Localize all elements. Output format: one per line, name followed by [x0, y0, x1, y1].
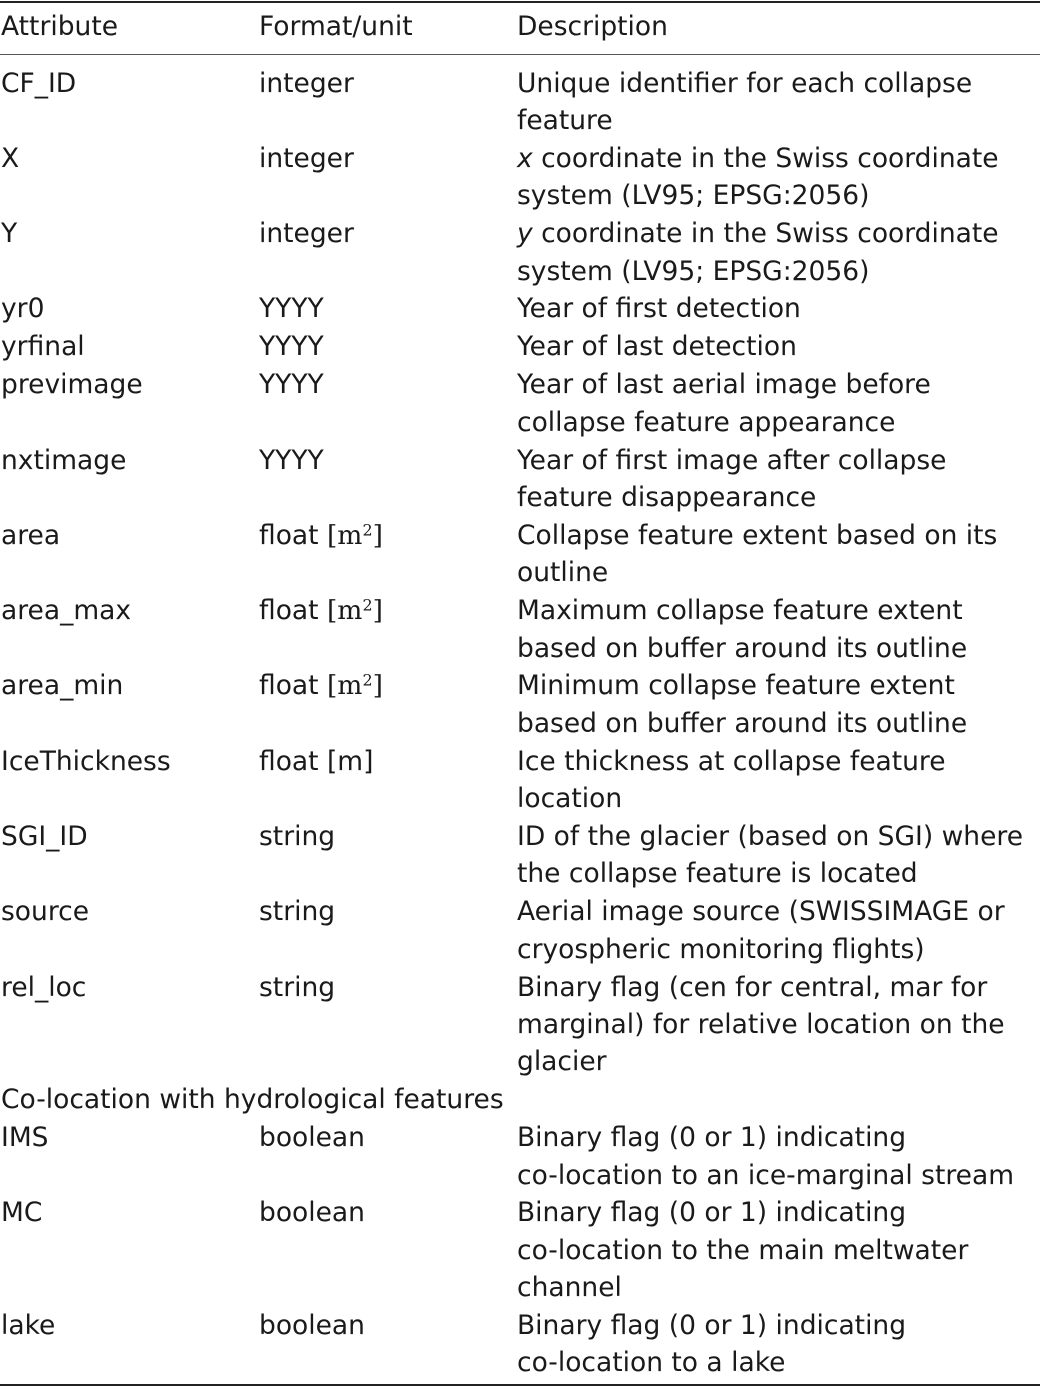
cell-description: Collapse feature extent based on its — [517, 520, 998, 551]
cell-description: Year of last aerial image before — [517, 369, 931, 400]
cell-description: Binary flag (0 or 1) indicating — [517, 1310, 907, 1341]
cell-format: float [m2] — [259, 670, 383, 701]
cell-description: Unique identifier for each collapse — [517, 68, 973, 99]
header-format: Format/unit — [259, 11, 413, 42]
cell-format: integer — [259, 218, 354, 249]
cell-attribute: CF_ID — [1, 68, 77, 99]
cell-format: string — [259, 821, 336, 852]
cell-description: channel — [517, 1272, 622, 1303]
cell-attribute: Y — [1, 218, 18, 249]
cell-description: Year of last detection — [517, 331, 797, 362]
section-label: Co-location with hydrological features — [1, 1084, 504, 1115]
cell-description: Binary flag (0 or 1) indicating — [517, 1122, 907, 1153]
cell-description: feature disappearance — [517, 482, 817, 513]
cell-description: system (LV95; EPSG:2056) — [517, 256, 870, 287]
cell-format: float [m2] — [259, 595, 383, 626]
cell-description: Binary flag (cen for central, mar for — [517, 972, 988, 1003]
cell-description: cryospheric monitoring flights) — [517, 934, 925, 965]
cell-format: float [m] — [259, 746, 374, 777]
cell-description: location — [517, 783, 623, 814]
cell-format: integer — [259, 68, 354, 99]
cell-attribute: SGI_ID — [1, 821, 88, 852]
cell-description: outline — [517, 557, 609, 588]
cell-description: marginal) for relative location on the — [517, 1009, 1005, 1040]
cell-description: co-location to a lake — [517, 1347, 786, 1378]
header-attribute: Attribute — [1, 11, 119, 42]
cell-format: YYYY — [259, 445, 324, 476]
cell-attribute: IMS — [1, 1122, 49, 1153]
cell-format: boolean — [259, 1310, 365, 1341]
cell-attribute: source — [1, 896, 90, 927]
cell-format: YYYY — [259, 293, 324, 324]
cell-description: y coordinate in the Swiss coordinate — [517, 218, 999, 249]
cell-description: Maximum collapse feature extent — [517, 595, 963, 626]
cell-description: system (LV95; EPSG:2056) — [517, 180, 870, 211]
header-description: Description — [517, 11, 668, 42]
cell-attribute: nxtimage — [1, 445, 127, 476]
cell-attribute: area_max — [1, 595, 132, 626]
cell-attribute: MC — [1, 1197, 43, 1228]
cell-description: the collapse feature is located — [517, 858, 918, 889]
cell-format: boolean — [259, 1122, 365, 1153]
cell-attribute: rel_loc — [1, 972, 87, 1003]
cell-attribute: X — [1, 143, 20, 174]
unit-math: [m2] — [326, 670, 383, 701]
cell-description: Year of first detection — [517, 293, 801, 324]
cell-attribute: yr0 — [1, 293, 45, 324]
cell-description: feature — [517, 105, 613, 136]
cell-description: Binary flag (0 or 1) indicating — [517, 1197, 907, 1228]
header-rule — [0, 54, 1040, 55]
cell-format: integer — [259, 143, 354, 174]
top-rule — [0, 1, 1040, 3]
cell-format: string — [259, 972, 336, 1003]
cell-description: Ice thickness at collapse feature — [517, 746, 946, 777]
cell-format: float [m2] — [259, 520, 383, 551]
cell-attribute: lake — [1, 1310, 56, 1341]
cell-description: co-location to the main meltwater — [517, 1235, 969, 1266]
unit-math: [m2] — [326, 520, 383, 551]
cell-description: Minimum collapse feature extent — [517, 670, 955, 701]
cell-format: string — [259, 896, 336, 927]
cell-description: Year of first image after collapse — [517, 445, 947, 476]
cell-description: x coordinate in the Swiss coordinate — [517, 143, 999, 174]
cell-description: based on buffer around its outline — [517, 708, 968, 739]
cell-description: collapse feature appearance — [517, 407, 896, 438]
math-variable: y — [517, 218, 533, 249]
cell-attribute: yrfinal — [1, 331, 85, 362]
bottom-rule — [0, 1384, 1040, 1386]
cell-format: boolean — [259, 1197, 365, 1228]
math-variable: x — [517, 143, 533, 174]
cell-attribute: area_min — [1, 670, 124, 701]
cell-description: Aerial image source (SWISSIMAGE or — [517, 896, 1005, 927]
cell-attribute: IceThickness — [1, 746, 171, 777]
cell-format: YYYY — [259, 331, 324, 362]
cell-format: YYYY — [259, 369, 324, 400]
cell-attribute: previmage — [1, 369, 143, 400]
cell-description: ID of the glacier (based on SGI) where — [517, 821, 1024, 852]
cell-description: co-location to an ice-marginal stream — [517, 1160, 1015, 1191]
cell-description: glacier — [517, 1046, 607, 1077]
unit-math: [m2] — [326, 595, 383, 626]
cell-attribute: area — [1, 520, 61, 551]
cell-description: based on buffer around its outline — [517, 633, 968, 664]
